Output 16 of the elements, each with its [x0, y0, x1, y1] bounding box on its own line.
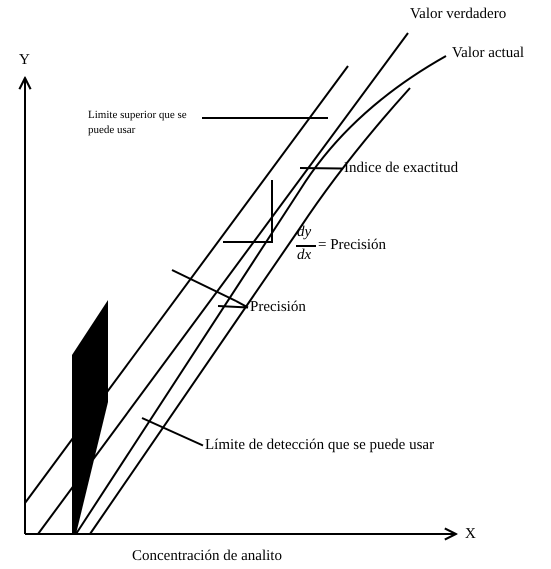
callout-text: Precisión: [250, 298, 306, 317]
leader-line: [300, 167, 342, 170]
fraction-numerator: dy: [297, 224, 312, 241]
line-label: Valor actual: [452, 45, 524, 62]
axis-title: Concentración de analito: [132, 548, 282, 565]
leader-line: [217, 300, 249, 308]
leader-line: [142, 417, 204, 446]
line-label: Valor verdadero: [410, 6, 506, 23]
callout-text: Limite superior que se puede usar: [88, 108, 200, 138]
fraction-denominator: dx: [297, 247, 312, 264]
callout-text: Límite de detección que se puede usar: [205, 436, 434, 455]
axis-label: Y: [19, 52, 30, 69]
equation-text: = Precisión: [318, 237, 386, 254]
callout-text: Indice de exactitud: [344, 159, 458, 178]
axis-label: X: [465, 526, 476, 543]
leader-line: [202, 117, 328, 119]
